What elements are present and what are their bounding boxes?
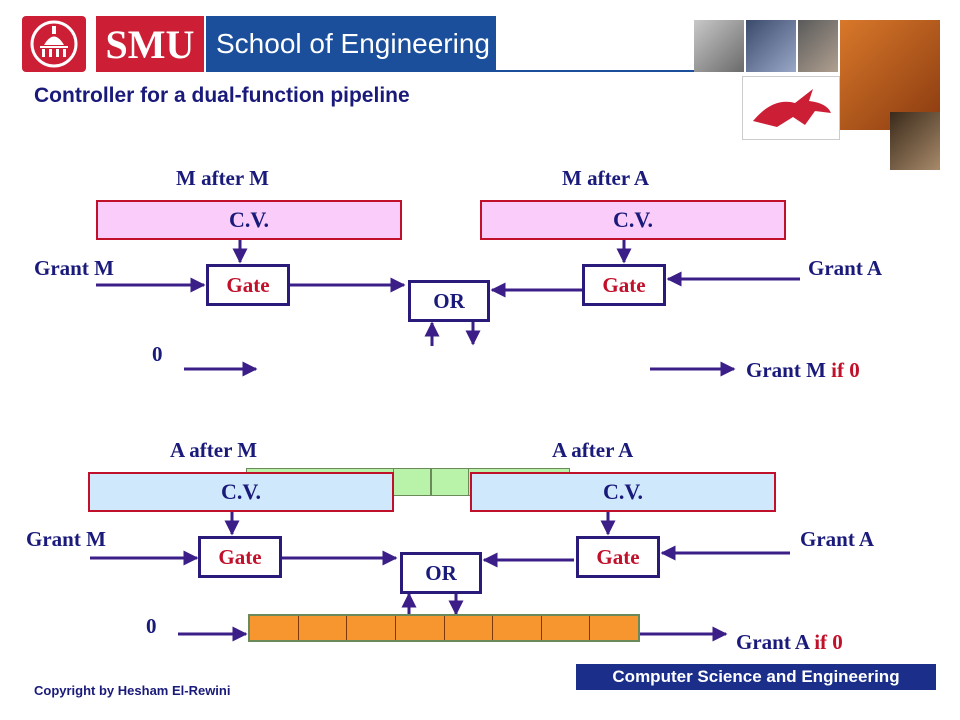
photo-autumn: [840, 20, 940, 130]
register-cell: [393, 468, 431, 496]
shift-register: [248, 614, 640, 642]
shift-register-cell: [493, 616, 542, 640]
school-name: School of Engineering: [216, 28, 490, 59]
brand-block: SMU: [96, 16, 204, 72]
caption-a-after-a: A after A: [552, 438, 634, 462]
zero-input-label: 0: [152, 342, 163, 366]
photo-reader: [890, 112, 940, 170]
gate-right-b: Gate: [576, 536, 660, 578]
cv-label: C.V.: [613, 207, 653, 232]
cv-register-m-after-m: C.V.: [96, 200, 402, 240]
gate-label: Gate: [602, 272, 646, 297]
grant-output-condition: if 0: [831, 358, 860, 382]
caption-m-after-m: M after M: [176, 166, 269, 190]
shift-register-cell: [396, 616, 445, 640]
grant-output-prefix: Grant M: [746, 358, 826, 382]
gate-label: Gate: [226, 272, 270, 297]
or-label: OR: [425, 560, 457, 585]
copyright-text: Copyright by Hesham El-Rewini: [34, 683, 231, 698]
gate-left-b: Gate: [198, 536, 282, 578]
horse-icon: [753, 89, 831, 127]
zero-input-label-b: 0: [146, 614, 157, 638]
header-rule: [496, 70, 696, 72]
shift-register-cell: [250, 616, 299, 640]
photo-collage: [694, 20, 940, 170]
gate-label: Gate: [596, 544, 640, 569]
page-title: Controller for a dual-function pipeline: [34, 84, 410, 107]
cv-register-a-after-m: C.V.: [88, 472, 394, 512]
grant-m-label: Grant M: [34, 256, 114, 280]
gate-right: Gate: [582, 264, 666, 306]
shift-register-cell: [347, 616, 396, 640]
or-gate-b: OR: [400, 552, 482, 594]
shift-register-cell: [445, 616, 494, 640]
grant-output-condition: if 0: [814, 630, 843, 654]
cv-register-m-after-a: C.V.: [480, 200, 786, 240]
caption-m-after-a: M after A: [562, 166, 650, 190]
shift-register-cell: [590, 616, 638, 640]
cv-label: C.V.: [221, 479, 261, 504]
grant-m-label-b: Grant M: [26, 527, 106, 551]
gate-label: Gate: [218, 544, 262, 569]
grant-output-label-b: Grant A if 0: [736, 630, 843, 655]
or-label: OR: [433, 288, 465, 313]
caption-a-after-m: A after M: [170, 438, 258, 462]
brand-text: SMU: [105, 21, 195, 67]
cv-label: C.V.: [229, 207, 269, 232]
smu-logo-seal: [22, 16, 86, 72]
school-block: School of Engineering: [206, 16, 496, 72]
grant-a-label: Grant A: [808, 256, 883, 280]
shift-register-cell: [299, 616, 348, 640]
cv-register-a-after-a: C.V.: [470, 472, 776, 512]
grant-output-label: Grant M if 0: [746, 358, 860, 383]
cv-label: C.V.: [603, 479, 643, 504]
shift-register-cell: [542, 616, 591, 640]
grant-output-prefix: Grant A: [736, 630, 809, 654]
register-cell: [431, 468, 469, 496]
photo-lab: [746, 20, 796, 72]
gate-left: Gate: [206, 264, 290, 306]
grant-a-label-b: Grant A: [800, 527, 875, 551]
building-icon: [30, 20, 78, 68]
photo-portrait: [694, 20, 744, 72]
department-banner: Computer Science and Engineering: [576, 664, 936, 690]
or-gate: OR: [408, 280, 490, 322]
mustang-mascot: [742, 76, 840, 140]
department-text: Computer Science and Engineering: [612, 667, 900, 686]
photo-people: [798, 20, 838, 72]
